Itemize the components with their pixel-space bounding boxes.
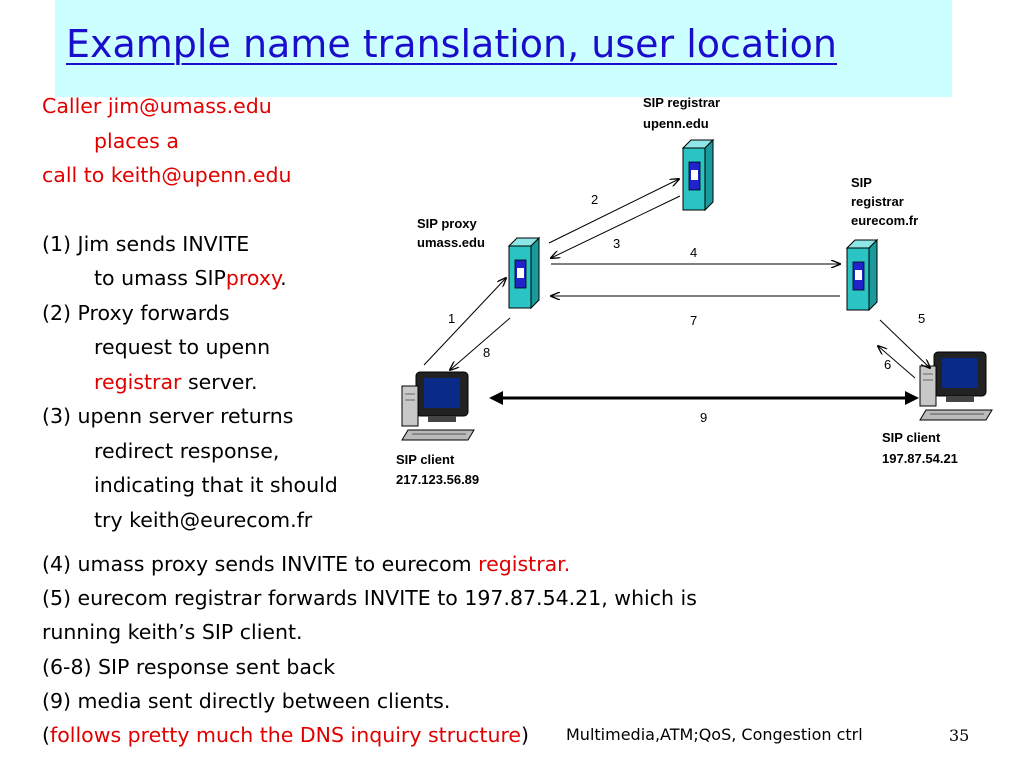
bottom-line: (follows pretty much the DNS inquiry str…: [42, 718, 697, 752]
step-label-2: 2: [591, 192, 598, 207]
jim-client-computer-icon: [401, 371, 475, 441]
left-line-highlight: registrar: [94, 369, 182, 394]
left-line: try keith@eurecom.fr: [42, 503, 402, 538]
arrow-step-5: [879, 319, 930, 368]
bottom-line: (4) umass proxy sends INVITE to eurecom …: [42, 547, 697, 581]
left-line-text: (3) upenn server returns: [42, 404, 294, 428]
left-line-highlight: proxy: [225, 266, 281, 290]
left-line: (2) Proxy forwards: [42, 296, 402, 331]
umass-proxy-domain: umass.edu: [417, 235, 485, 250]
left-line-text: (2) Proxy forwards: [42, 300, 230, 325]
arrow-step-8: [450, 317, 511, 370]
left-line-text: .: [280, 266, 287, 290]
left-line-text: request to upenn: [94, 335, 271, 359]
upenn-registrar-domain: upenn.edu: [643, 116, 709, 131]
left-line-text: (1) Jim sends INVITE: [42, 231, 250, 256]
left-line: (3) upenn server returns: [42, 399, 402, 434]
bottom-line: (9) media sent directly between clients.: [42, 684, 697, 718]
left-line: request to upenn: [42, 330, 402, 365]
bottom-line-text: (6-8) SIP response sent back: [42, 654, 336, 679]
bottom-line: running keith’s SIP client.: [42, 615, 697, 649]
arrow-step-3: [551, 195, 681, 258]
page-number: 35: [949, 726, 970, 745]
slide-footer: Multimedia,ATM;QoS, Congestion ctrl: [566, 725, 863, 744]
step-label-6: 6: [884, 357, 891, 372]
flow-arrows: [423, 179, 930, 405]
eurecom-registrar-label-2: registrar: [851, 194, 904, 209]
slide-title: Example name translation, user location: [66, 22, 838, 66]
left-line: (1) Jim sends INVITE: [42, 227, 402, 262]
left-text-block: Caller jim@umass.edu places a call to ke…: [42, 89, 402, 537]
bottom-text-block: (4) umass proxy sends INVITE to eurecom …: [42, 547, 697, 752]
keith-client-computer-icon: [919, 351, 993, 421]
left-line-text: redirect response,: [94, 438, 280, 463]
upenn-registrar-server-icon: [682, 139, 714, 211]
jim-client-ip: 217.123.56.89: [396, 472, 479, 487]
step-label-7: 7: [690, 313, 697, 328]
step-label-4: 4: [690, 245, 697, 260]
left-line-text: try keith@eurecom.fr: [94, 507, 313, 532]
left-line-text: server.: [181, 369, 258, 394]
keith-client-label: SIP client: [882, 430, 941, 445]
step-numbers: 1 2 3 4 5 6 7 8 9: [448, 192, 925, 425]
left-line: redirect response,: [42, 434, 402, 469]
left-line: Caller jim@umass.edu: [42, 89, 402, 124]
left-line-text: to umass SIP: [94, 266, 226, 290]
umass-proxy-server-icon: [508, 237, 540, 309]
bottom-line-text: (5) eurecom registrar forwards INVITE to…: [42, 586, 697, 611]
left-line-text: indicating that it should: [94, 473, 338, 497]
bottom-line: (6-8) SIP response sent back: [42, 650, 697, 684]
node-labels: SIP registrar upenn.edu SIP registrar eu…: [396, 95, 958, 487]
bottom-line-text: running keith’s SIP client.: [42, 620, 303, 645]
arrow-step-2: [548, 179, 679, 244]
eurecom-registrar-label: SIP: [851, 175, 872, 190]
bottom-line-text: ): [521, 723, 530, 748]
media-arrowhead-left: [489, 391, 503, 405]
bottom-line-text: (9) media sent directly between clients.: [42, 688, 451, 713]
left-line: indicating that it should: [42, 468, 402, 503]
left-line-text: places a: [94, 128, 179, 153]
bottom-line-text: (: [42, 723, 50, 748]
left-line: to umass SIPproxy.: [42, 261, 402, 296]
keith-client-ip: 197.87.54.21: [882, 451, 958, 466]
bottom-line-text: (4) umass proxy sends INVITE to eurecom: [42, 552, 479, 576]
bottom-line-highlight: follows pretty much the DNS inquiry stru…: [50, 723, 522, 748]
left-line: places a: [42, 124, 402, 159]
jim-client-label: SIP client: [396, 452, 455, 467]
step-label-8: 8: [483, 345, 490, 360]
bottom-line-highlight: registrar.: [478, 552, 571, 576]
eurecom-registrar-server-icon: [846, 239, 878, 311]
bottom-line: (5) eurecom registrar forwards INVITE to…: [42, 581, 697, 615]
upenn-registrar-label: SIP registrar: [643, 95, 720, 110]
step-label-5: 5: [918, 311, 925, 326]
media-arrowhead-right: [905, 391, 919, 405]
left-line: call to keith@upenn.edu: [42, 158, 402, 193]
left-line-text: call to keith@upenn.edu: [42, 163, 292, 187]
step-label-9: 9: [700, 410, 707, 425]
arrow-step-6: [878, 346, 916, 379]
step-label-3: 3: [613, 236, 620, 251]
title-band: [55, 0, 952, 97]
step-label-1: 1: [448, 311, 455, 326]
left-line: registrar server.: [42, 365, 402, 400]
eurecom-registrar-domain: eurecom.fr: [851, 213, 918, 228]
arrow-step-1: [423, 278, 506, 366]
umass-proxy-label: SIP proxy: [417, 216, 478, 231]
left-line-text: Caller jim@umass.edu: [42, 94, 272, 118]
